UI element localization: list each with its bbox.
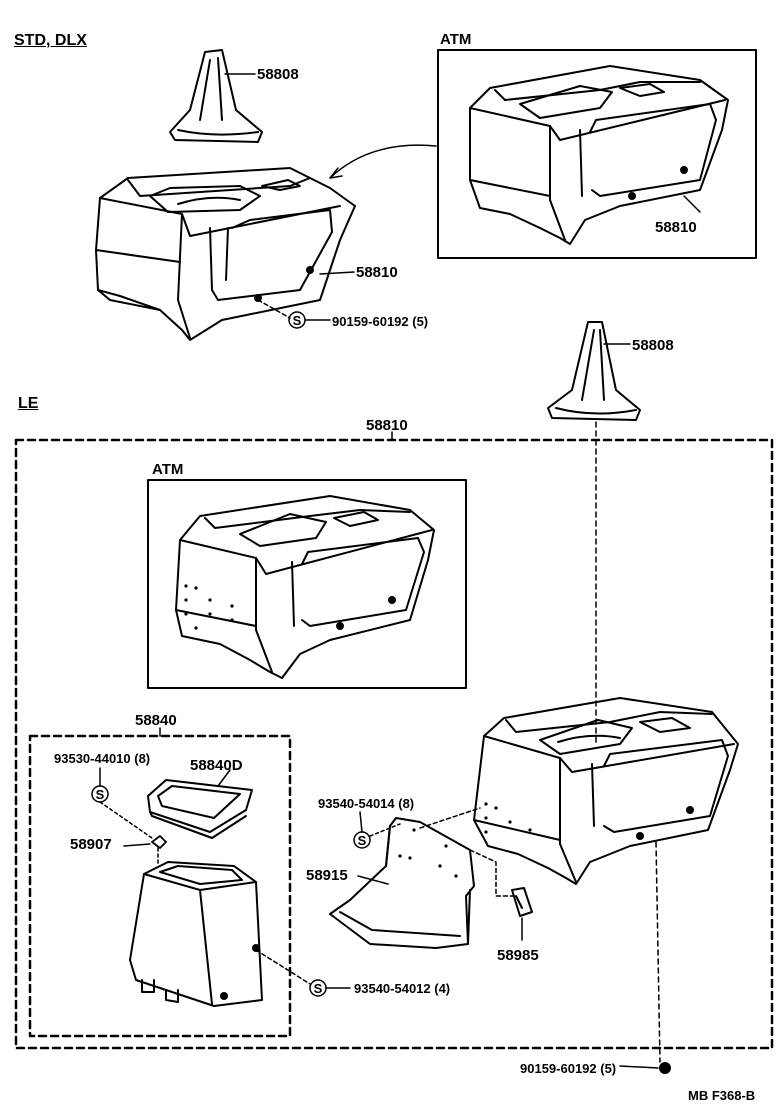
part-58840D: 58840D — [190, 757, 243, 774]
part-93540-54014: 93540-54014 (8) — [318, 796, 415, 811]
clip-icon-58907 — [151, 835, 167, 849]
arrow-icon — [329, 144, 437, 179]
clip-icon-58985 — [511, 887, 533, 917]
screw-marker-93530: S — [95, 787, 105, 802]
part-58808-top: 58808 — [257, 66, 299, 83]
part-58810-atm: 58810 — [655, 219, 697, 236]
part-58985: 58985 — [497, 947, 539, 964]
console-box-icon-atm-top — [469, 65, 729, 245]
part-90159-bottom: 90159-60192 (5) — [520, 1061, 617, 1076]
part-93530: 93530-44010 (8) — [54, 751, 151, 766]
inset-atm-le: ATM — [152, 461, 184, 478]
part-58915: 58915 — [306, 867, 348, 884]
shift-boot-icon-le — [547, 321, 641, 421]
screw-marker-54014: S — [357, 833, 367, 848]
inset-atm-top: ATM — [440, 31, 472, 48]
console-box-icon-std — [95, 167, 356, 341]
console-box-icon-atm-le — [175, 495, 435, 679]
lid-icon — [147, 779, 253, 839]
figure-code: MB F368-B — [688, 1088, 756, 1103]
part-90159-std: 90159-60192 (5) — [332, 314, 429, 329]
screw-icon-bottom — [659, 1062, 671, 1074]
part-58840: 58840 — [135, 712, 177, 729]
part-58907: 58907 — [70, 836, 112, 853]
section-le: LE — [18, 395, 39, 412]
screw-marker-std: S — [292, 313, 302, 328]
console-box-icon-le — [473, 697, 739, 885]
part-93540-54012: 93540-54012 (4) — [354, 981, 451, 996]
section-std-dlx: STD, DLX — [14, 32, 87, 49]
part-58808-le: 58808 — [632, 337, 674, 354]
part-58810-le: 58810 — [366, 417, 408, 434]
screw-marker-54012: S — [313, 981, 323, 996]
side-panel-icon — [329, 817, 475, 949]
shift-boot-icon-top — [169, 49, 263, 143]
armrest-box-icon — [129, 861, 263, 1007]
part-58810-std: 58810 — [356, 264, 398, 281]
